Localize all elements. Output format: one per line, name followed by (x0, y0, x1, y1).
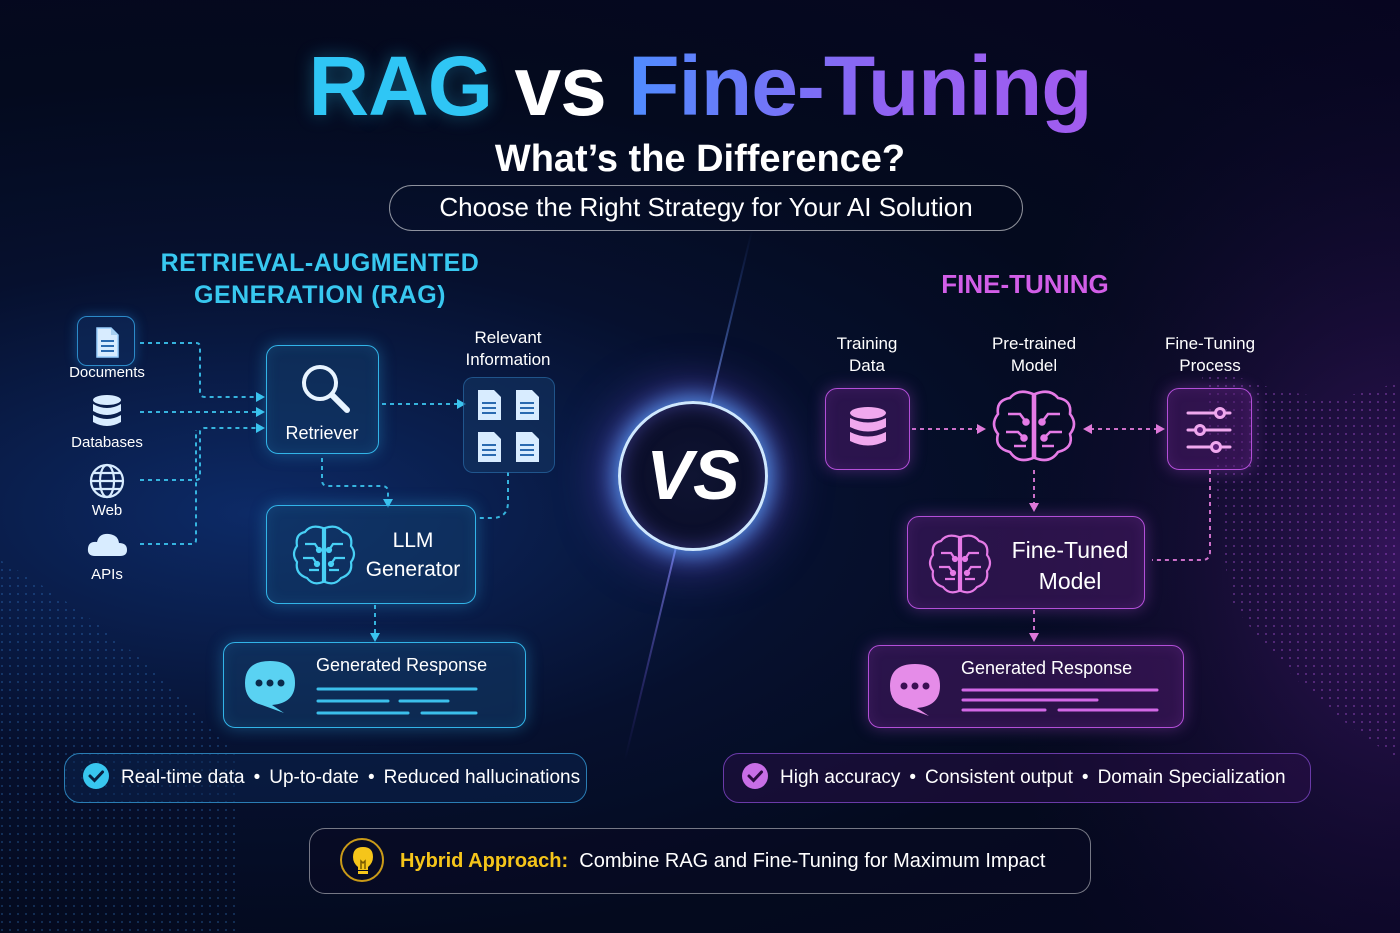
magnifier-icon (302, 365, 350, 413)
chat-bubble-icon (890, 664, 940, 716)
relevant-information-label: Relevant Information (448, 327, 568, 371)
document-icon (96, 327, 119, 358)
ft-benefit-2: Consistent output (925, 767, 1073, 788)
title-vs: vs (514, 39, 606, 133)
globe-icon (88, 462, 126, 505)
title-rag: RAG (308, 39, 493, 133)
check-icon (742, 763, 768, 790)
bullet: • (368, 767, 375, 788)
llm-generator-box: LLM Generator (266, 505, 476, 604)
retriever-label: Retriever (285, 423, 359, 443)
brain-icon (992, 390, 1076, 462)
lightbulb-icon (340, 837, 384, 882)
cloud-icon (85, 530, 129, 565)
documents-label: Documents (69, 364, 145, 381)
relevant-line1: Relevant (474, 328, 542, 347)
ft-process-box (1167, 388, 1252, 470)
tuned-line1: Fine-Tuned (1011, 537, 1129, 563)
rag-title-line2: GENERATION (RAG) (194, 281, 446, 309)
response-text-lines (316, 687, 478, 715)
process-line2: Process (1179, 356, 1241, 375)
rag-benefit-1: Real-time data (121, 767, 245, 788)
ft-response-label: Generated Response (961, 658, 1133, 678)
database-icon (850, 407, 886, 446)
tagline-pill: Choose the Right Strategy for Your AI So… (389, 185, 1023, 231)
ft-section-title: FINE-TUNING (941, 269, 1109, 299)
sliders-icon (1186, 407, 1232, 453)
response-text-lines (961, 688, 1159, 712)
ft-benefit-1: High accuracy (780, 767, 901, 788)
training-data-box (825, 388, 910, 470)
vs-badge: VS (618, 401, 768, 551)
page-title: RAG vs Fine-Tuning (0, 38, 1400, 134)
databases-label: Databases (71, 434, 143, 451)
relevant-documents-box (463, 377, 555, 473)
rag-title-line1: RETRIEVAL-AUGMENTED (160, 249, 480, 277)
retriever-box: Retriever (266, 345, 379, 454)
documents-stack-icon (478, 390, 539, 462)
training-line1: Training (836, 334, 898, 353)
check-icon (83, 763, 109, 790)
rag-benefits-pill: Real-time data • Up-to-date • Reduced halluc… (64, 753, 587, 803)
training-line2: Data (849, 356, 885, 375)
rag-benefit-3: Reduced hallucinations (383, 767, 581, 788)
bullet: • (1081, 767, 1089, 788)
rag-section-title: RETRIEVAL-AUGMENTED GENERATION (RAG) (140, 247, 500, 311)
rag-benefit-2: Up-to-date (269, 767, 359, 788)
llm-generator-label: LLM Generator (363, 526, 463, 584)
web-label: Web (91, 502, 123, 519)
brain-icon (292, 525, 356, 585)
rag-response-box: Generated Response (223, 642, 526, 728)
process-line1: Fine-Tuning (1164, 334, 1256, 353)
brain-icon (928, 534, 992, 594)
hybrid-label: Hybrid Approach: (400, 850, 569, 872)
hybrid-approach-banner: Hybrid Approach: Combine RAG and Fine-Tu… (309, 828, 1091, 894)
bullet: • (253, 767, 261, 788)
rag-response-label: Generated Response (316, 655, 488, 675)
ft-process-label: Fine-Tuning Process (1150, 333, 1270, 377)
llm-line2: Generator (365, 558, 461, 581)
bullet: • (909, 767, 917, 788)
pretrained-line1: Pre-trained (991, 334, 1077, 353)
fine-tuned-model-box: Fine-Tuned Model (907, 516, 1145, 609)
page-subtitle: What’s the Difference? (494, 138, 906, 180)
pretrained-model-label: Pre-trained Model (974, 333, 1094, 377)
relevant-line2: Information (465, 350, 551, 369)
fine-tuned-model-label: Fine-Tuned Model (1004, 535, 1136, 597)
database-icon (87, 392, 127, 437)
training-data-label: Training Data (817, 333, 917, 377)
apis-label: APIs (91, 566, 123, 583)
llm-line1: LLM (392, 529, 434, 552)
ft-benefit-3: Domain Specialization (1097, 767, 1286, 788)
ft-response-box: Generated Response (868, 645, 1184, 728)
title-fine-tuning: Fine-Tuning (628, 39, 1092, 133)
documents-source-box (77, 316, 135, 366)
chat-bubble-icon (245, 661, 295, 713)
pretrained-line2: Model (1010, 356, 1058, 375)
ft-benefits-pill: High accuracy • Consistent output • Domain S… (723, 753, 1311, 803)
tuned-line2: Model (1038, 568, 1102, 594)
hybrid-text: Combine RAG and Fine-Tuning for Maximum … (579, 850, 1046, 872)
